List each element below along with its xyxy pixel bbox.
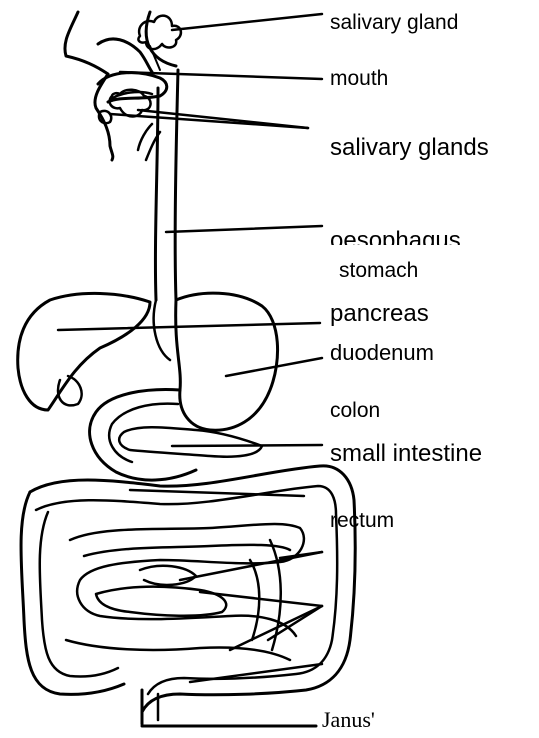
label-stomach: stomach <box>339 260 418 281</box>
leader-rectum-b <box>230 606 322 650</box>
label-duodenum: duodenum <box>330 342 434 364</box>
leader-rectum-a <box>200 592 322 606</box>
stomach-shape <box>176 293 278 430</box>
small-intestine-loop-2 <box>84 545 290 556</box>
stomach-inner <box>154 300 170 360</box>
small-intestine-loop-4 <box>140 566 196 585</box>
label-colon: colon <box>330 400 380 421</box>
label-mouth: mouth <box>330 68 388 89</box>
label-small-intestine: small intestine <box>330 442 482 466</box>
mouth-shape <box>98 73 167 102</box>
label-rectum: rectum <box>330 510 394 531</box>
leader-oesophagus <box>166 226 322 232</box>
label-pancreas: pancreas <box>330 302 429 326</box>
label-salivary-glands: salivary glands <box>330 136 489 160</box>
leader-salivary-gland <box>172 14 322 30</box>
small-intestine-loop-1 <box>70 524 304 636</box>
oesophagus-left <box>155 88 158 300</box>
pancreas-shape <box>119 427 262 456</box>
label-salivary-gland: salivary gland <box>330 12 458 33</box>
small-intestine-loop-6 <box>250 560 259 640</box>
pharynx-left <box>138 124 152 150</box>
small-intestine-loop-3 <box>96 587 226 616</box>
small-intestine-loop-5 <box>66 640 290 660</box>
head-outline <box>65 12 113 160</box>
colon-inner <box>36 486 337 694</box>
colon-left-outer <box>21 492 124 694</box>
label-oesophagus: oesophagus <box>330 229 461 245</box>
label-anus: Janus' <box>322 709 375 731</box>
leader-liver <box>58 323 320 330</box>
nasal-cavity <box>98 39 152 72</box>
oesophagus-right <box>175 70 178 300</box>
leader-pancreas <box>172 445 322 446</box>
leader-colon-b <box>180 552 322 580</box>
